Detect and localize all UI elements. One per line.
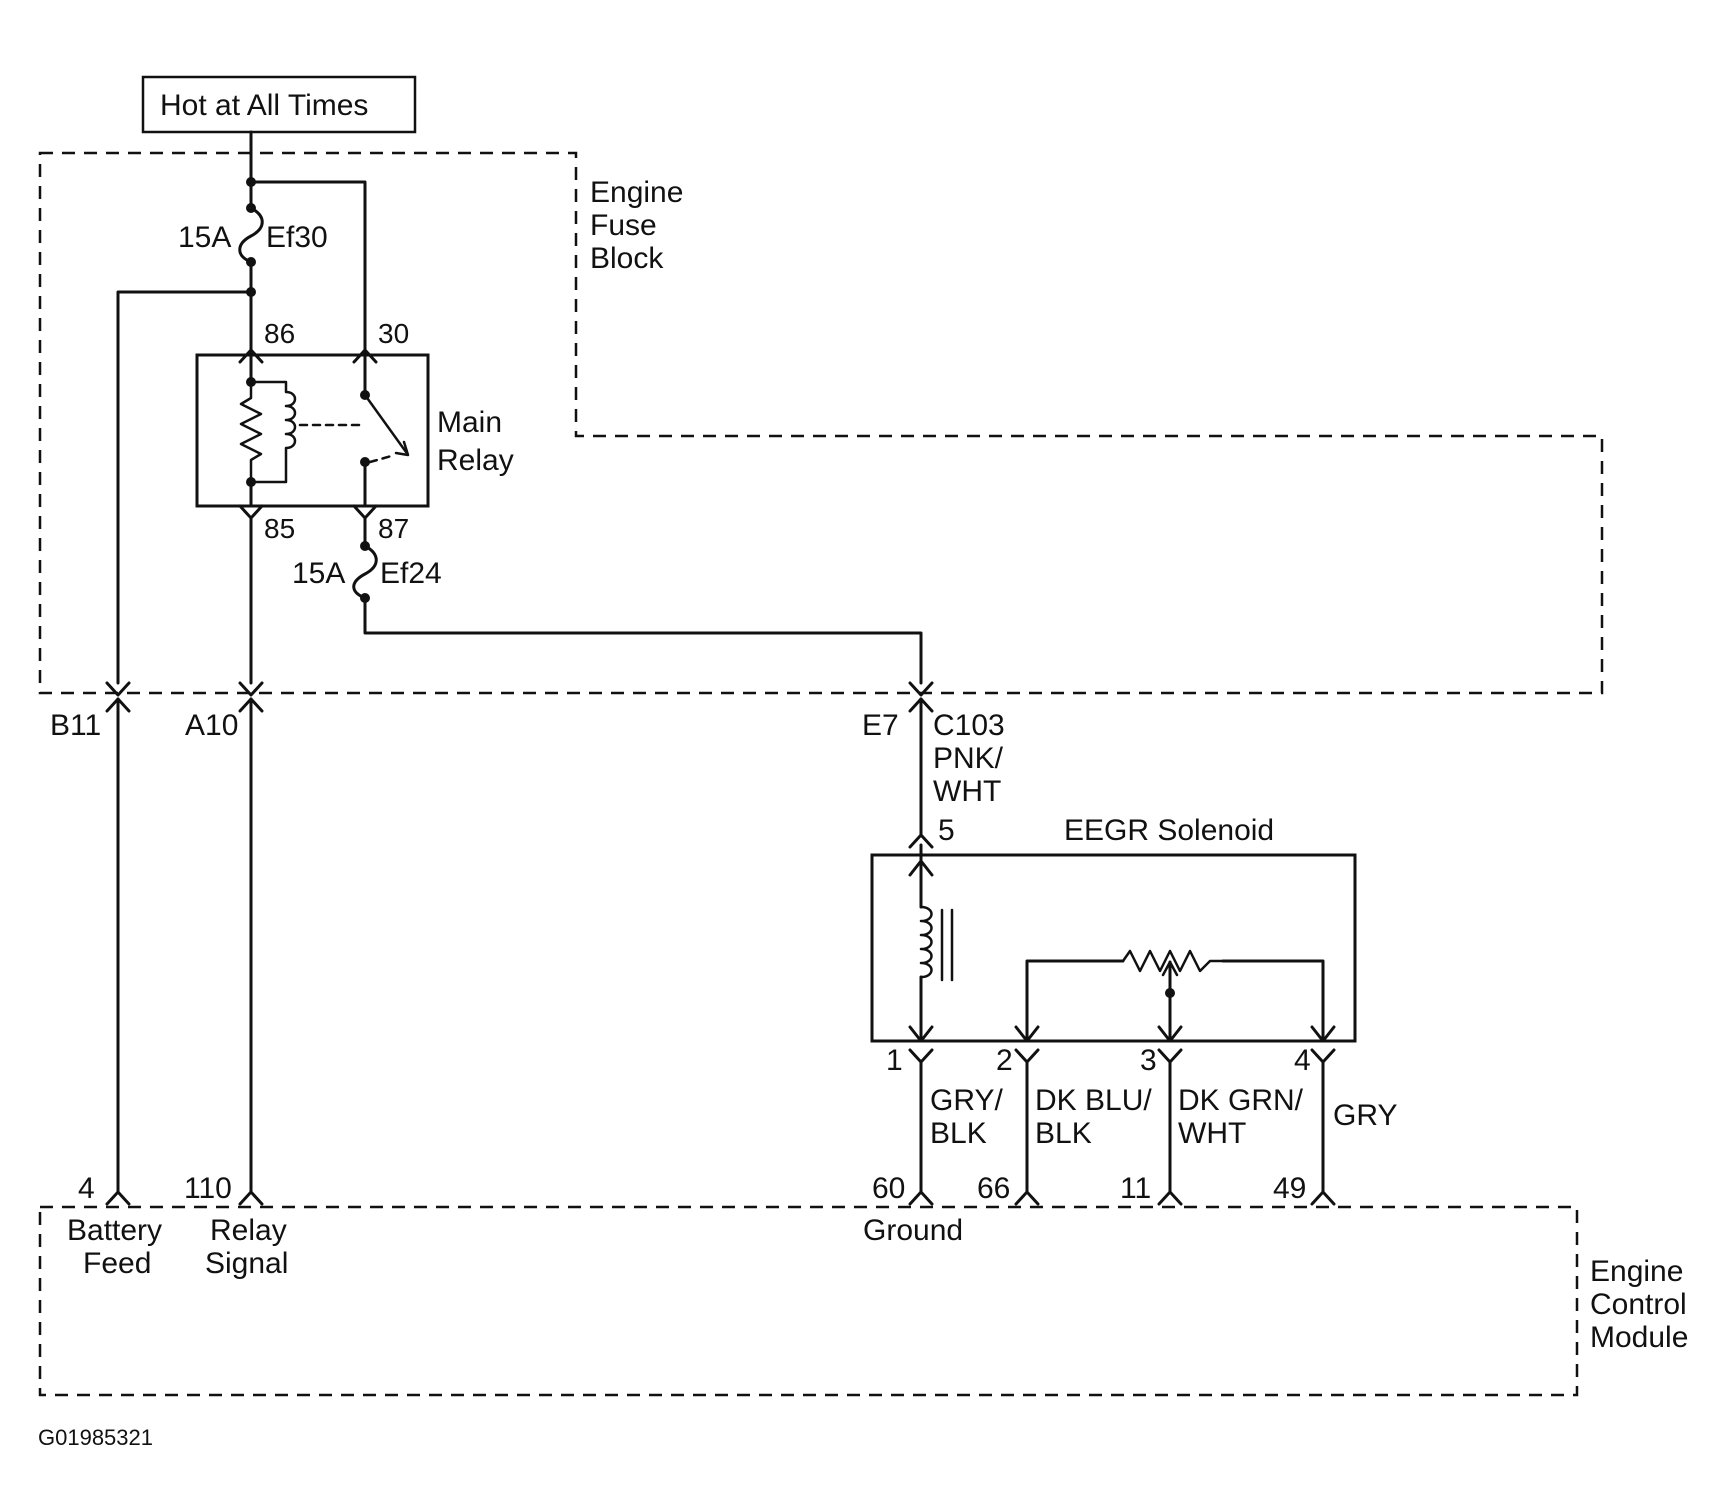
coil-resistor-icon [239, 380, 263, 484]
switch-arm-icon [363, 393, 408, 454]
solenoid-core-icon [940, 908, 954, 982]
wire-3-color-2: WHT [1178, 1117, 1246, 1150]
relay-pin-30: 30 [378, 318, 409, 349]
sensor-pin3-arrow [1157, 1025, 1183, 1043]
solenoid-coil-icon [919, 905, 933, 979]
fuse-ef24-rating: 15A [292, 557, 345, 590]
solenoid-pin-5: 5 [938, 814, 955, 847]
fuse-terminal-dot [246, 203, 256, 213]
connector-b11-label: B11 [50, 709, 101, 742]
ecm-pin-4-terminal [105, 1190, 131, 1206]
solenoid-pin-1: 1 [886, 1044, 903, 1077]
wire-1-color-1: GRY/ [930, 1084, 1003, 1117]
solenoid-pin-3-terminal [1157, 1048, 1183, 1064]
pin-87-terminal [352, 504, 378, 520]
eegr-feed-wire [363, 596, 923, 685]
ecm-pin-66-terminal [1014, 1190, 1040, 1206]
fuse-ef30-rating: 15A [178, 221, 231, 254]
relay-pin-86: 86 [264, 318, 295, 349]
wire-4-color-1: GRY [1333, 1099, 1397, 1132]
wire-e7-color-1: PNK/ [933, 742, 1004, 775]
fuse-block-label-1: Engine [590, 176, 683, 209]
pin-86-terminal [238, 348, 264, 364]
wiper-dot [1165, 988, 1175, 998]
solenoid-coil-arrow [908, 859, 934, 877]
sensor-right-wire [1221, 959, 1325, 1043]
solenoid-pin-2-terminal [1014, 1048, 1040, 1064]
switch-arrow-icon [394, 440, 410, 457]
fuse-ef30-symbol [238, 206, 264, 264]
wire-3-color-1: DK GRN/ [1178, 1084, 1304, 1117]
connector-e7-label: E7 [862, 709, 899, 742]
ecm-boundary [38, 1205, 1579, 1397]
sensor-left-wire [1025, 959, 1125, 1043]
coil-winding-icon [249, 380, 297, 484]
pin-85-terminal [238, 504, 264, 520]
ecm-pin-11-label: 11 [1120, 1172, 1151, 1205]
figure-id: G01985321 [38, 1425, 153, 1450]
fuse-block-boundary [38, 151, 1604, 695]
wire-2-color-2: BLK [1035, 1117, 1092, 1150]
ecm-battery-feed-1: Battery [67, 1214, 162, 1247]
ecm-battery-feed-2: Feed [83, 1247, 151, 1280]
switch-link-dashed [368, 453, 397, 464]
solenoid-pin-4: 4 [1294, 1044, 1311, 1077]
pin-30-terminal [352, 348, 378, 364]
ecm-pin-49-label: 49 [1273, 1172, 1306, 1205]
hot-label: Hot at All Times [160, 89, 368, 122]
relay-pin-85: 85 [264, 513, 295, 544]
wiper-arrow-icon [1161, 960, 1179, 977]
fuse-ef24-symbol [352, 544, 378, 600]
ecm-pin-4-label: 4 [78, 1172, 95, 1205]
ecm-pin-11-terminal [1157, 1190, 1183, 1206]
fuse-block-label-3: Block [590, 242, 664, 275]
wire-1-color-2: BLK [930, 1117, 987, 1150]
eegr-solenoid-box [870, 853, 1357, 1043]
relay-label-1: Main [437, 406, 502, 439]
hot-label-box [141, 75, 417, 134]
relay-pin-87: 87 [378, 513, 409, 544]
ecm-pin-60-label: 60 [872, 1172, 905, 1205]
potentiometer-icon [1121, 949, 1225, 973]
wire-e7-color-2: WHT [933, 775, 1001, 808]
solenoid-pin-1-terminal [908, 1048, 934, 1064]
solenoid-pin-4-terminal [1310, 1048, 1336, 1064]
sensor-pin2-arrow [1014, 1025, 1040, 1043]
solenoid-coil-lower-arrow [908, 1025, 934, 1043]
ecm-relay-signal-2: Signal [205, 1247, 288, 1280]
solenoid-pin-5-terminal [908, 833, 934, 849]
sensor-pin4-arrow [1310, 1025, 1336, 1043]
fuse-ef24-name: Ef24 [380, 557, 442, 590]
connector-c103-label: C103 [933, 709, 1005, 742]
fuse-block-label-2: Fuse [590, 209, 657, 242]
wire-2-color-1: DK BLU/ [1035, 1084, 1152, 1117]
ecm-pin-49-terminal [1310, 1190, 1336, 1206]
ecm-label-2: Control [1590, 1288, 1687, 1321]
ecm-label-1: Engine [1590, 1255, 1683, 1288]
ecm-pin-60-terminal [908, 1190, 934, 1206]
relay-label-2: Relay [437, 444, 514, 477]
fuse-ef30-name: Ef30 [266, 221, 328, 254]
solenoid-pin-3: 3 [1140, 1044, 1157, 1077]
ecm-ground-label: Ground [863, 1214, 963, 1247]
battery-feed-wire [116, 290, 253, 685]
ecm-pin-110-label: 110 [184, 1172, 232, 1205]
main-relay-box [195, 353, 430, 508]
junction-dot [246, 177, 256, 187]
ecm-label-3: Module [1590, 1321, 1688, 1354]
pin30-feed-wire [249, 180, 367, 354]
ecm-pin-66-label: 66 [977, 1172, 1010, 1205]
ecm-pin-110-terminal [238, 1190, 264, 1206]
solenoid-pin-2: 2 [996, 1044, 1013, 1077]
connector-a10-label: A10 [185, 709, 238, 742]
solenoid-title: EEGR Solenoid [1064, 814, 1274, 847]
ecm-relay-signal-1: Relay [210, 1214, 287, 1247]
